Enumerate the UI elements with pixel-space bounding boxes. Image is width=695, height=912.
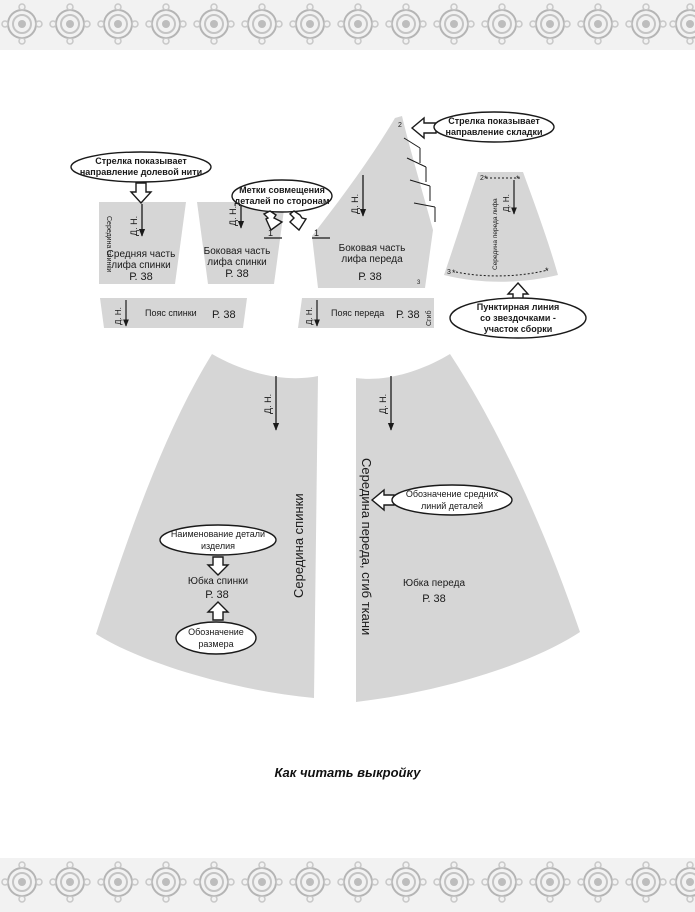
svg-text:изделия: изделия bbox=[201, 541, 235, 551]
fold-label: Сгиб bbox=[425, 310, 433, 326]
mark-2: 2 bbox=[480, 175, 484, 182]
piece-name-2: лифа спинки bbox=[111, 259, 170, 271]
svg-text:Обозначение: Обозначение bbox=[188, 627, 244, 637]
svg-text:Пунктирная линия: Пунктирная линия bbox=[477, 302, 560, 312]
callout-pleat: Стрелка показывает направление складки bbox=[410, 111, 555, 143]
svg-text:*: * bbox=[516, 174, 520, 184]
size-label: Р. 38 bbox=[396, 309, 420, 321]
figure-caption: Как читать выкройку bbox=[274, 765, 421, 780]
svg-text:линий деталей: линий деталей bbox=[421, 501, 483, 511]
svg-text:со звездочками -: со звездочками - bbox=[480, 313, 556, 323]
top-lace-border bbox=[0, 0, 695, 50]
size-label: Р. 38 bbox=[358, 271, 382, 283]
piece-back-center-bodice: Середина спинки Д. Н. Средняя часть лифа… bbox=[99, 202, 186, 284]
callout-notches: Метки совмещения деталей по сторонам bbox=[231, 179, 333, 232]
piece-waist-front: Д. Н. Пояс переда Р. 38 Сгиб bbox=[298, 298, 434, 328]
piece-front-side-bodice: 1 Д. Н. 2 3 Боковая часть лифа переда Р.… bbox=[312, 116, 436, 288]
callout-grain: Стрелка показывает направление долевой н… bbox=[70, 151, 212, 205]
grain-label: Д. Н. bbox=[263, 394, 273, 414]
piece-name: Средняя часть bbox=[107, 249, 176, 260]
grain-label: Д. Н. bbox=[305, 307, 314, 325]
grain-label: Д. Н. bbox=[350, 194, 360, 214]
svg-text:*: * bbox=[452, 268, 456, 278]
mark-2: 2 bbox=[398, 122, 402, 129]
svg-text:направление долевой нити: направление долевой нити bbox=[80, 167, 202, 177]
svg-text:деталей по сторонам: деталей по сторонам bbox=[235, 196, 330, 206]
size-label: Р. 38 bbox=[422, 593, 446, 605]
pleat-marks bbox=[403, 137, 436, 222]
center-front-label: Середина переда лифа bbox=[492, 198, 499, 270]
notch-number: 1 bbox=[268, 228, 273, 238]
piece-skirt-front: Д. Н. Середина переда, сгиб ткани Юбка п… bbox=[356, 354, 580, 702]
mark-3: 3 bbox=[447, 269, 451, 276]
svg-text:Наименование детали: Наименование детали bbox=[171, 529, 265, 539]
svg-text:Обозначение средних: Обозначение средних bbox=[406, 489, 499, 499]
piece-front-center-bodice: 2 * * Д. Н. Середина переда лифа 3 * * bbox=[444, 172, 558, 282]
piece-name: Юбка переда bbox=[403, 577, 465, 589]
grain-label: Д. Н. bbox=[114, 307, 123, 325]
piece-name: Пояс спинки bbox=[145, 308, 197, 318]
gather-line-bottom bbox=[455, 269, 549, 277]
svg-text:Стрелка показывает: Стрелка показывает bbox=[448, 116, 540, 126]
piece-waist-back: Д. Н. Пояс спинки Р. 38 bbox=[100, 298, 247, 328]
svg-text:*: * bbox=[484, 174, 488, 184]
callout-piece-name: Наименование детали изделия bbox=[159, 524, 277, 576]
callout-center-lines: Обозначение средних линий деталей bbox=[370, 484, 513, 516]
size-label: Р. 38 bbox=[225, 268, 249, 280]
size-label: Р. 38 bbox=[212, 309, 236, 321]
piece-name: Пояс переда bbox=[331, 308, 384, 318]
svg-text:направление складки: направление складки bbox=[446, 127, 543, 137]
piece-name: Юбка спинки bbox=[188, 575, 248, 587]
grain-label: Д. Н. bbox=[129, 216, 139, 236]
piece-name-2: лифа переда bbox=[341, 253, 403, 265]
notch-number: 1 bbox=[314, 228, 319, 238]
grain-label: Д. Н. bbox=[502, 194, 511, 212]
mark-3: 3 bbox=[417, 280, 421, 286]
bottom-lace-border bbox=[0, 858, 695, 912]
grain-label: Д. Н. bbox=[228, 206, 238, 226]
piece-back-side-bodice: Д. Н. 1 Боковая часть лифа спинки Р. 38 bbox=[197, 202, 285, 284]
svg-text:участок сборки: участок сборки bbox=[484, 324, 553, 334]
size-label: Р. 38 bbox=[129, 271, 153, 283]
center-back-label: Середина спинки bbox=[105, 216, 112, 272]
size-label: Р. 38 bbox=[205, 589, 229, 601]
svg-text:размера: размера bbox=[198, 639, 233, 649]
piece-name-2: лифа спинки bbox=[207, 256, 266, 268]
piece-name: Боковая часть bbox=[339, 243, 406, 254]
grain-label: Д. Н. bbox=[378, 394, 388, 414]
callout-gather: Пунктирная линия со звездочками - участо… bbox=[449, 281, 587, 339]
piece-name: Боковая часть bbox=[204, 246, 271, 257]
callout-size: Обозначение размера bbox=[175, 601, 257, 655]
svg-text:Метки совмещения: Метки совмещения bbox=[239, 185, 325, 195]
svg-text:Стрелка показывает: Стрелка показывает bbox=[95, 156, 187, 166]
center-front-label: Середина переда, сгиб ткани bbox=[359, 458, 374, 635]
svg-text:*: * bbox=[545, 266, 549, 276]
center-back-label: Середина спинки bbox=[291, 493, 306, 598]
